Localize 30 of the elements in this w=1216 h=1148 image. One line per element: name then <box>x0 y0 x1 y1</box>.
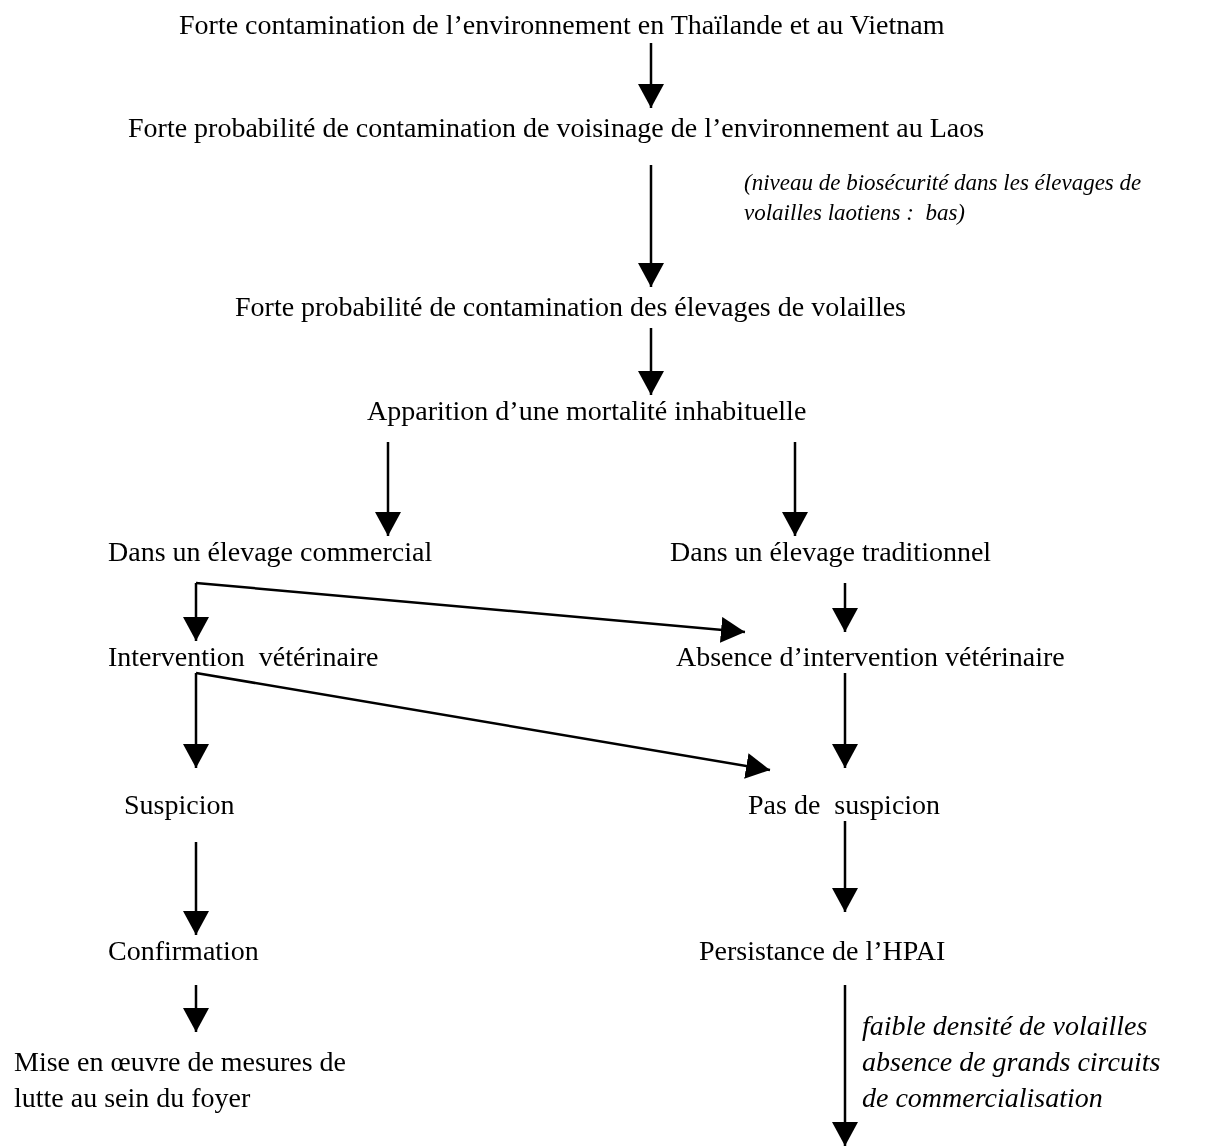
flow-text: Dans un élevage commercial <box>108 536 433 568</box>
flow-text: Apparition d’une mortalité inhabituelle <box>367 395 807 427</box>
flow-text: Dans un élevage traditionnel <box>670 536 992 568</box>
flow-text: Persistance de l’HPAI <box>699 935 946 967</box>
flow-text: Suspicion <box>124 789 235 821</box>
arrow <box>638 43 664 108</box>
arrow <box>183 673 209 768</box>
edge-label: faible densité de volailles absence de grands circuits de commercialisation <box>862 1009 1162 1115</box>
arrow <box>375 442 401 536</box>
arrow <box>638 165 664 287</box>
flow-text: Absence d’intervention vétérinaire <box>676 641 1065 673</box>
arrow <box>195 671 771 779</box>
arrow <box>832 985 858 1146</box>
flow-text: Mise en œuvre de mesures de lutte au sein du foyer <box>14 1044 359 1116</box>
arrow <box>832 583 858 632</box>
flow-text: Forte contamination de l’environnement en Thaïlande et au Vietnam <box>179 9 945 41</box>
arrow <box>782 442 808 536</box>
flow-text: Forte probabilité de contamination des élevages de volailles <box>235 291 906 323</box>
arrow <box>183 842 209 935</box>
arrow <box>832 673 858 768</box>
flow-text: Confirmation <box>108 935 259 967</box>
flow-text: Pas de suspicion <box>748 789 941 821</box>
arrow <box>638 328 664 395</box>
arrow <box>195 581 746 643</box>
arrow <box>183 583 209 641</box>
flow-text: Intervention vétérinaire <box>108 641 379 673</box>
arrow <box>832 821 858 912</box>
flow-text: Forte probabilité de contamination de voisinage de l’environnement au Laos <box>128 112 985 144</box>
edge-label: (niveau de biosécurité dans les élevages de volailles laotiens : bas) <box>744 169 1143 227</box>
arrow <box>183 985 209 1032</box>
